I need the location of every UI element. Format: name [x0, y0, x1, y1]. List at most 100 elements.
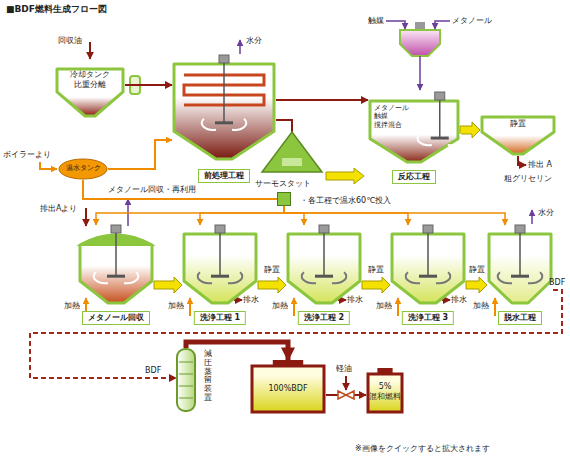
tank-cap [273, 360, 303, 366]
process-tank: 洗浄工程 3 [390, 225, 466, 325]
rotation-arrow [332, 272, 346, 283]
pipe-connector [108, 140, 172, 169]
settling-tank: 静置 [480, 108, 556, 156]
process-tank: 洗浄工程 1 [182, 225, 258, 325]
note-label: 排出 A [528, 160, 552, 170]
note-label: 排水 [347, 295, 363, 305]
column-tray [179, 374, 193, 375]
thermostat: サーモスタット [277, 192, 291, 206]
edge-label: 静置 [367, 265, 385, 275]
note-label: ※画像をクイックすると拡大されます [355, 444, 490, 454]
shaft [427, 233, 429, 276]
note-label: 加熱 [376, 301, 392, 311]
stage-label: 洗浄工程 3 [402, 311, 454, 325]
paddle [107, 275, 125, 278]
flow-arrow [258, 277, 286, 293]
paddle [419, 275, 437, 278]
pipe [276, 120, 292, 132]
thermostat-box [278, 193, 291, 206]
flow-arrow [362, 277, 390, 293]
node-shape [176, 348, 196, 412]
column-body [177, 349, 195, 411]
tank-outline [59, 159, 107, 179]
feed-line [435, 21, 450, 29]
stage-label: 洗浄工程 1 [194, 311, 246, 325]
node-shape [55, 60, 125, 120]
tank-body [174, 64, 274, 159]
node-shape [182, 225, 258, 325]
flow-arrow [326, 168, 364, 184]
node-shape [480, 108, 556, 156]
motor [219, 55, 229, 63]
tank-text: メタノール 触媒 撹拌混合 [374, 104, 414, 129]
shaft [439, 100, 441, 138]
tank-text: 静置 [480, 119, 556, 129]
vent-arrow [239, 40, 241, 54]
column-tray [179, 386, 193, 387]
note-label: 排出Aより [40, 204, 77, 214]
cooling-tank: 冷却タンク 比重分離 [55, 60, 125, 120]
column-tray [179, 362, 193, 363]
flow-arrow [466, 277, 487, 293]
shaft [115, 233, 117, 276]
rotation-arrow [417, 134, 431, 145]
note-label: 触媒 [368, 16, 384, 26]
feed-line [386, 21, 405, 29]
inlet-arrow [89, 42, 91, 59]
distillation-column: 減圧蒸留装置 [176, 348, 196, 412]
node-shape [286, 225, 362, 325]
filter-plate [282, 158, 302, 166]
note-label: 加熱 [272, 301, 288, 311]
rotation-arrow [232, 119, 246, 130]
shaft [219, 233, 221, 276]
motor [435, 92, 445, 100]
paddle [315, 275, 333, 278]
node-shape [78, 225, 154, 325]
rotation-arrow [448, 134, 462, 145]
stage-label: 反応工程 [392, 170, 436, 184]
process-tank: 脱水工程 [487, 225, 553, 325]
motor [319, 225, 329, 233]
rotation-arrow [406, 272, 420, 283]
edge-label: 静置 [468, 265, 486, 275]
pipe-connector [284, 206, 304, 225]
hot-water-tank: 温水タンク [58, 158, 108, 180]
note-label: メタノール [452, 16, 492, 26]
shaft [323, 233, 325, 276]
tank-body [392, 234, 464, 303]
stage-label: 洗浄工程 2 [298, 311, 350, 325]
stage-label: メタノール回収 [82, 311, 150, 325]
tank-body [288, 234, 360, 303]
tank-body [489, 234, 551, 303]
motor [215, 225, 225, 233]
pipe-connector [276, 99, 368, 101]
pipe-connector [125, 84, 172, 86]
shaft [223, 63, 225, 123]
rotation-arrow [124, 272, 138, 283]
note-label: 水分 [538, 208, 554, 218]
drain-arrow [518, 156, 526, 165]
blend-tank: 5%混和燃料 [366, 368, 404, 414]
note-label: 水分 [246, 36, 262, 46]
filter-unit [262, 132, 322, 172]
feed-line [419, 56, 421, 90]
outside-label: サーモスタット [255, 179, 311, 189]
node-shape [277, 192, 291, 206]
note-label: 加熱 [473, 301, 489, 311]
rotation-arrow [436, 272, 450, 283]
motor [515, 225, 525, 233]
tank-text: 温水タンク [58, 164, 108, 172]
note-label: ・各工程で温水60℃投入 [300, 196, 391, 206]
note-label: 排水 [451, 295, 467, 305]
process-tank: 洗浄工程 2 [286, 225, 362, 325]
motor [111, 225, 121, 233]
catalyst-tank [400, 30, 440, 56]
column-tray [179, 398, 193, 399]
tank-cap [377, 368, 392, 374]
stage-label: 脱水工程 [498, 311, 542, 325]
note-label: 加熱 [168, 301, 184, 311]
tank-text: 100%BDF [250, 384, 326, 394]
note-label: 回収油 [58, 36, 82, 46]
valve [338, 391, 354, 399]
note-label: BDF [145, 366, 161, 376]
